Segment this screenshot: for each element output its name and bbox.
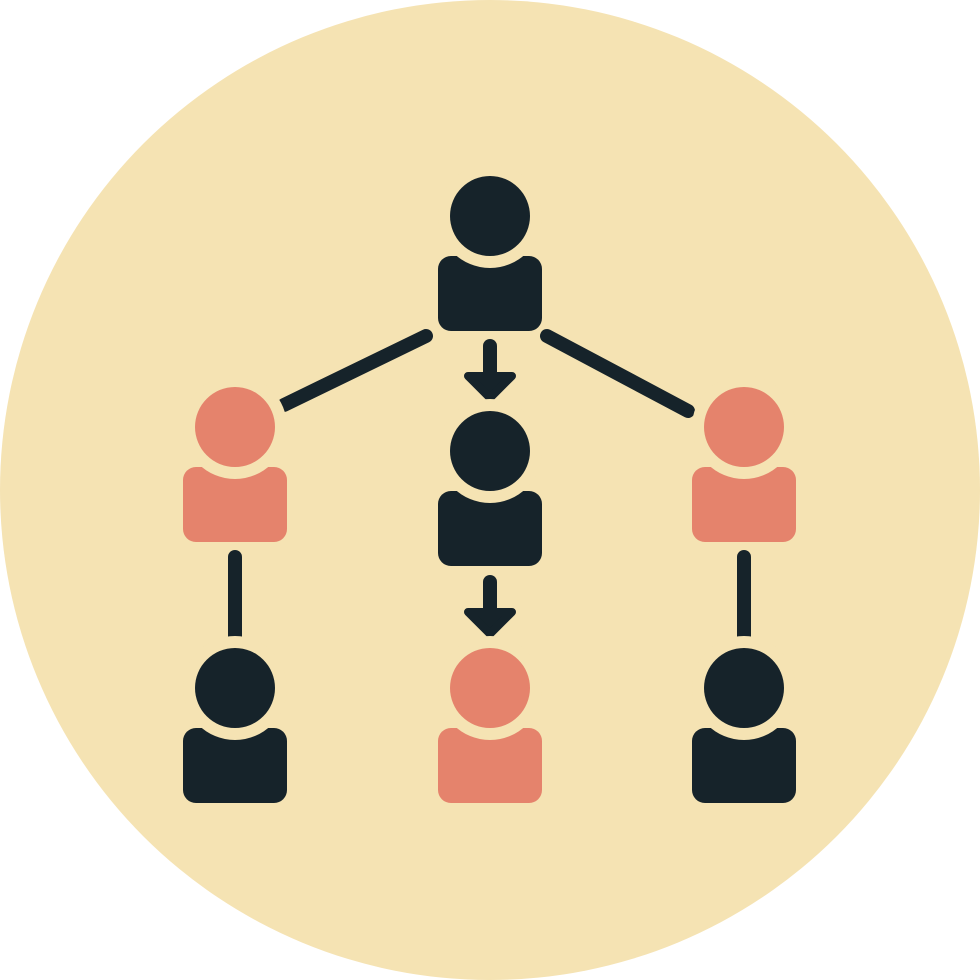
people [183, 164, 796, 803]
connector-top-left [277, 329, 433, 412]
person-icon-top [438, 164, 542, 331]
person-body [692, 728, 796, 803]
person-icon-bottom-right [692, 636, 796, 803]
person-head [450, 176, 530, 256]
person-icon-middle [438, 399, 542, 566]
person-icon-right [692, 375, 796, 542]
person-head [704, 387, 784, 467]
person-body [438, 728, 542, 803]
person-head [704, 648, 784, 728]
arrowheads [464, 372, 516, 638]
person-body [438, 256, 542, 331]
person-body [692, 467, 796, 542]
person-icon-bottom-left [183, 636, 287, 803]
person-body [183, 728, 287, 803]
person-head [450, 648, 530, 728]
person-head [195, 387, 275, 467]
person-body [438, 491, 542, 566]
person-icon-left [183, 375, 287, 542]
person-head [450, 411, 530, 491]
person-head [195, 648, 275, 728]
connector-top-right [540, 329, 695, 418]
person-body [183, 467, 287, 542]
person-icon-bottom-center [438, 636, 542, 803]
arrow-down-icon [464, 372, 516, 402]
connectors [228, 329, 751, 655]
arrow-down-icon [464, 608, 516, 638]
